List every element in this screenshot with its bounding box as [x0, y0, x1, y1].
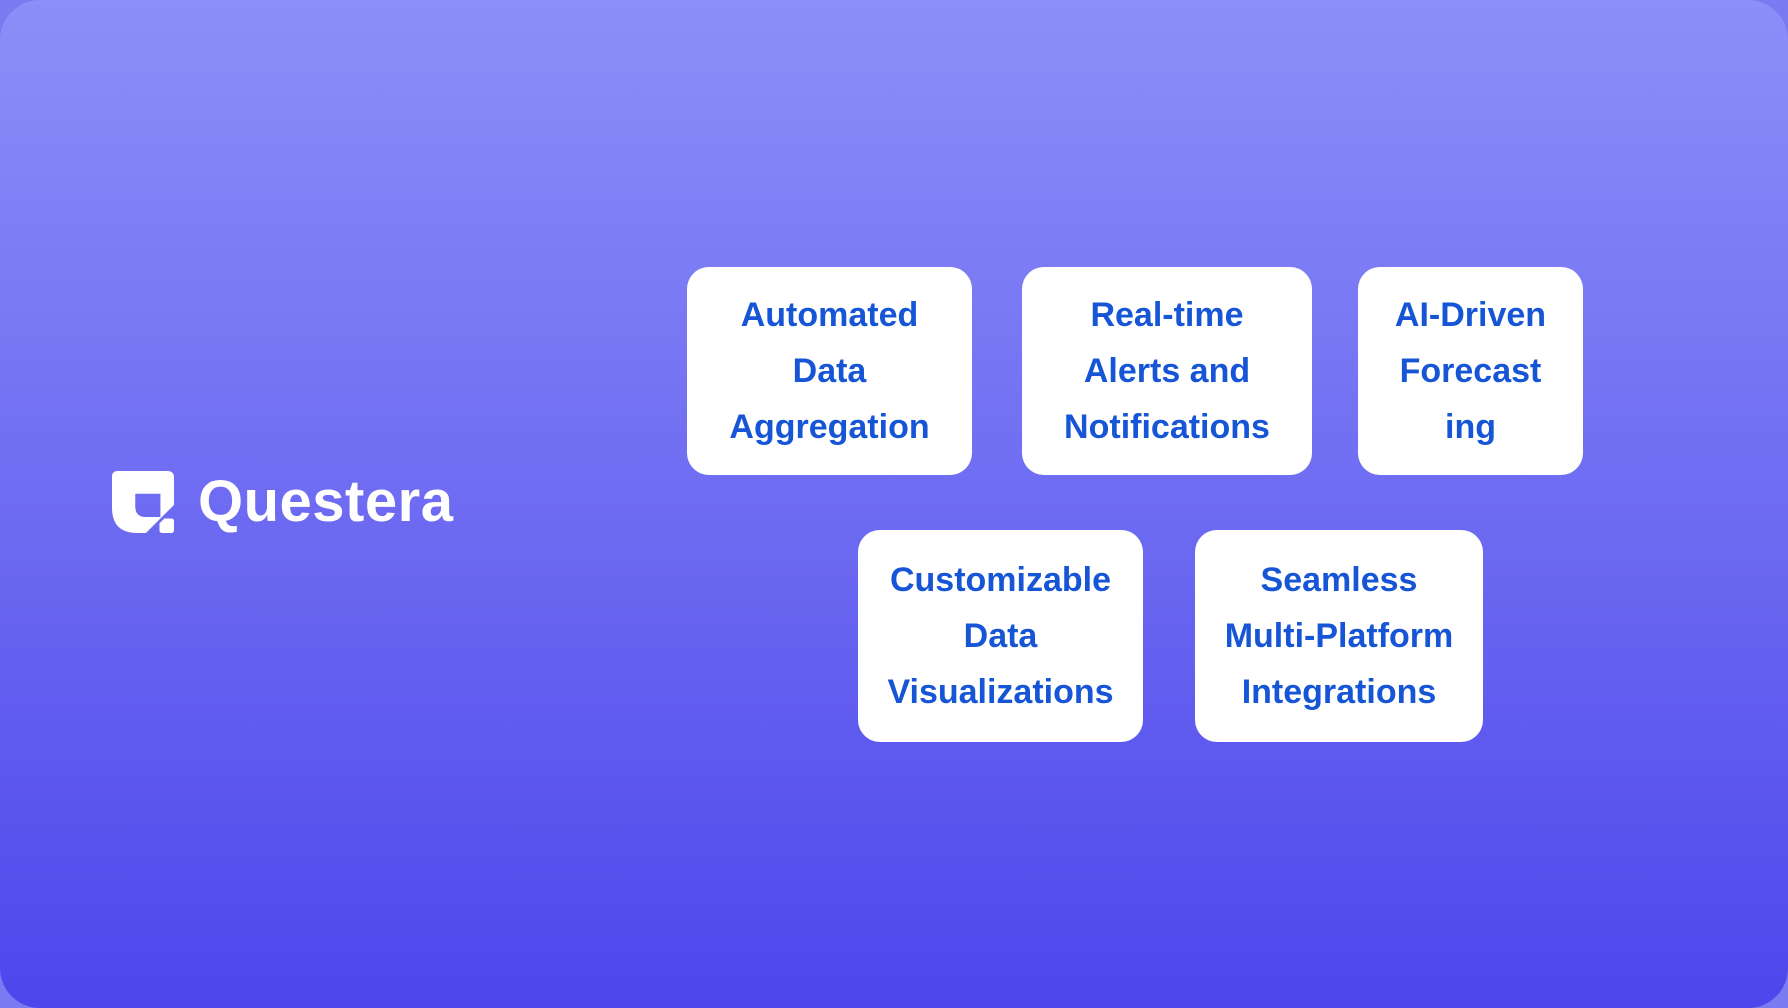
feature-card-realtime-alerts-notifications: Real-time Alerts and Notifications [1022, 267, 1312, 475]
feature-card-ai-driven-forecasting: AI-Driven Forecast ing [1358, 267, 1583, 475]
feature-card-line: AI-Driven [1394, 296, 1547, 334]
feature-card-customizable-data-visualizations: Customizable Data Visualizations [858, 530, 1143, 742]
brand-logo: Questera [112, 471, 453, 533]
feature-card-line: Alerts and [1083, 352, 1251, 390]
questera-q-mark-icon [112, 471, 174, 533]
feature-card-line: Real-time [1090, 296, 1244, 334]
feature-card-line: Notifications [1064, 408, 1270, 446]
feature-card-line: Integrations [1241, 673, 1437, 711]
feature-card-line: Automated [740, 296, 919, 334]
feature-card-line: Data [963, 617, 1038, 655]
feature-card-automated-data-aggregation: Automated Data Aggregation [687, 267, 972, 475]
feature-card-line: Customizable [889, 561, 1112, 599]
feature-card-line: Multi-Platform [1224, 617, 1454, 655]
brand-name: Questera [198, 469, 454, 534]
feature-card-line: Aggregation [729, 408, 930, 446]
feature-card-line: Seamless [1260, 561, 1418, 599]
feature-card-line: Forecast [1399, 352, 1542, 390]
feature-card-line: Visualizations [887, 673, 1114, 711]
feature-card-line: ing [1445, 408, 1496, 446]
feature-card-seamless-multiplatform-integrations: Seamless Multi-Platform Integrations [1195, 530, 1483, 742]
feature-card-line: Data [792, 352, 867, 390]
